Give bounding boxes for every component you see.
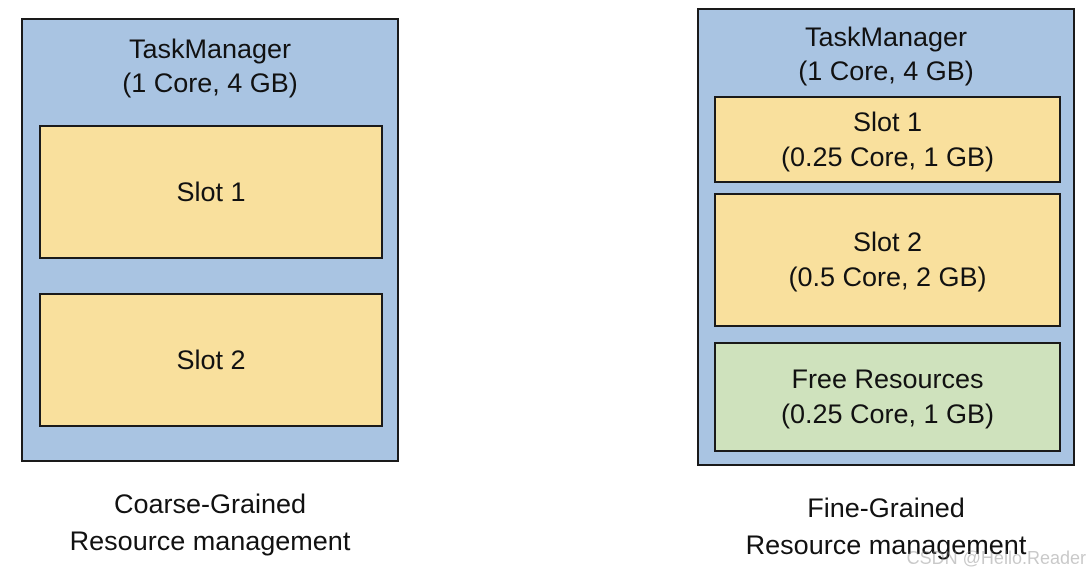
taskmanager-coarse-name: TaskManager xyxy=(128,34,292,64)
fine-free-resources-amount: (0.25 Core, 1 GB) xyxy=(780,399,995,429)
fine-slot-1-label: Slot 1 xyxy=(852,106,923,137)
taskmanager-fine-title: TaskManager (1 Core, 4 GB) xyxy=(699,20,1073,88)
caption-fine-line2: Resource management xyxy=(745,530,1027,560)
caption-coarse-line1: Coarse-Grained xyxy=(113,489,307,519)
caption-coarse-line2: Resource management xyxy=(69,526,351,556)
fine-free-resources: Free Resources (0.25 Core, 1 GB) xyxy=(714,342,1061,452)
coarse-slot-1: Slot 1 xyxy=(39,125,383,259)
fine-slot-2-label: Slot 2 xyxy=(852,227,923,257)
taskmanager-coarse-title: TaskManager (1 Core, 4 GB) xyxy=(23,32,397,100)
watermark: CSDN @Hello.Reader xyxy=(906,548,1086,568)
caption-fine: Fine-Grained Resource management xyxy=(697,490,1075,564)
fine-slot-1-resources: (0.25 Core, 1 GB) xyxy=(780,141,995,172)
coarse-slot-2-label: Slot 2 xyxy=(176,344,246,375)
taskmanager-fine-resources: (1 Core, 4 GB) xyxy=(798,56,974,86)
taskmanager-fine-name: TaskManager xyxy=(804,22,968,52)
coarse-slot-1-label: Slot 1 xyxy=(176,176,246,207)
taskmanager-coarse-resources: (1 Core, 4 GB) xyxy=(122,68,298,98)
taskmanager-fine: TaskManager (1 Core, 4 GB) Slot 1 (0.25 … xyxy=(697,8,1075,466)
fine-free-resources-label: Free Resources xyxy=(791,364,984,394)
taskmanager-coarse: TaskManager (1 Core, 4 GB) Slot 1 Slot 2 xyxy=(21,18,399,462)
fine-slot-2-resources: (0.5 Core, 2 GB) xyxy=(788,262,987,292)
caption-fine-line1: Fine-Grained xyxy=(807,493,965,523)
fine-slot-2: Slot 2 (0.5 Core, 2 GB) xyxy=(714,193,1061,327)
coarse-slot-2: Slot 2 xyxy=(39,293,383,427)
caption-coarse: Coarse-Grained Resource management xyxy=(21,486,399,560)
fine-slot-1: Slot 1 (0.25 Core, 1 GB) xyxy=(714,96,1061,183)
